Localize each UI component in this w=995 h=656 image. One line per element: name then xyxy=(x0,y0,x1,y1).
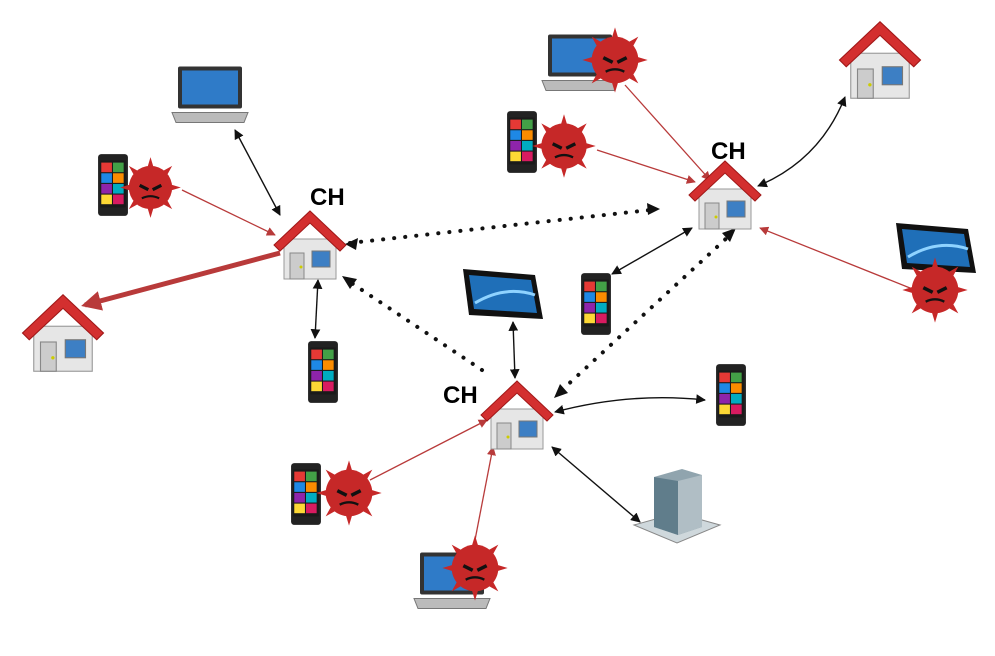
link-ch3-building xyxy=(551,446,641,523)
house-top-right-icon xyxy=(838,21,922,99)
link-laptop-ch1 xyxy=(234,129,281,216)
phone-icon xyxy=(716,364,746,426)
link-ch1-phone xyxy=(310,279,323,339)
malicious-link-laptop-ch3 xyxy=(474,446,496,541)
phone-icon xyxy=(291,463,321,525)
virus-icon xyxy=(530,112,598,180)
malicious-link-phone-ch3 xyxy=(369,419,488,481)
cluster-head-3-house-icon xyxy=(480,380,554,450)
virus-icon xyxy=(900,255,970,325)
house-left-icon xyxy=(21,294,105,372)
virus-icon xyxy=(118,155,183,220)
nodes xyxy=(21,21,978,610)
cluster-head-2-house-icon xyxy=(688,160,762,230)
malicious-link-laptop-ch2 xyxy=(624,84,711,181)
phone-icon xyxy=(507,111,537,173)
cluster-head-2-label: CH xyxy=(711,138,746,165)
phone-icon xyxy=(98,154,128,216)
malicious-link-tablet-ch2 xyxy=(759,226,916,291)
phone-icon xyxy=(308,341,338,403)
virus-icon xyxy=(440,533,510,603)
malicious-link-phone-ch2 xyxy=(596,149,696,184)
forward-link-ch1-house xyxy=(81,250,281,311)
link-phone-ch3 xyxy=(554,394,706,415)
dotted-link-ch1-ch2 xyxy=(348,208,652,245)
malicious-link-phone-ch1 xyxy=(181,189,276,236)
cluster-head-3-label: CH xyxy=(443,382,478,409)
links xyxy=(81,84,916,541)
link-house-ch2 xyxy=(757,96,847,188)
laptop-icon xyxy=(171,65,249,124)
tablet-icon xyxy=(461,267,545,321)
building-icon xyxy=(633,468,721,544)
dotted-link-ch3-ch2 xyxy=(560,233,732,392)
phone-icon xyxy=(581,273,611,335)
link-phone-ch2 xyxy=(611,227,693,275)
cluster-head-1-label: CH xyxy=(310,184,345,211)
link-tablet-ch3 xyxy=(508,321,520,379)
virus-icon xyxy=(314,458,384,528)
virus-icon xyxy=(580,25,650,95)
cluster-head-1-house-icon xyxy=(273,210,347,280)
dotted-link-ch3-ch1 xyxy=(348,280,484,372)
